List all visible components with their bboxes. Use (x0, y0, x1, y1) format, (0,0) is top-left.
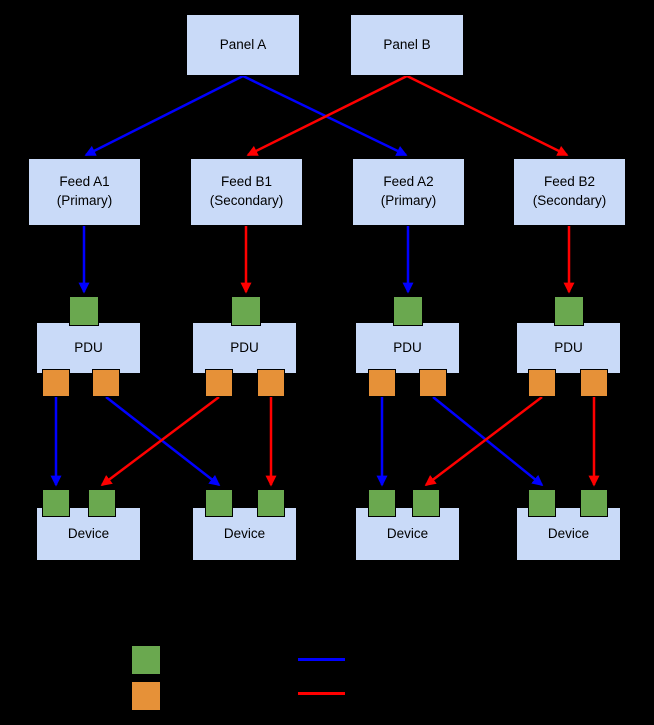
device-2-label: Device (223, 525, 266, 541)
output-port-swatch (131, 681, 161, 711)
pdu-node-1: PDU (36, 322, 141, 374)
pdu-node-3: PDU (355, 322, 460, 374)
secondary-path-legend-line (298, 692, 345, 695)
pdu-2-input-port (231, 296, 261, 326)
panel-a-label: Panel A (219, 36, 267, 52)
device-2-input-port-right (257, 489, 285, 517)
pdu-node-4: PDU (516, 322, 621, 374)
pdu-4-output-port-left (528, 369, 556, 397)
pdu-1-label: PDU (74, 339, 103, 355)
feed-node-b1: Feed B1 (Secondary) (190, 158, 303, 226)
device-3-input-port-left (368, 489, 396, 517)
input-port-swatch (131, 645, 161, 675)
pdu-4-output-port-right (580, 369, 608, 397)
pdu-3-label: PDU (393, 339, 422, 355)
panel-node-b: Panel B (350, 14, 464, 76)
device-2-input-port-left (205, 489, 233, 517)
device-4-label: Device (547, 525, 590, 541)
feed-a2-sublabel: (Primary) (380, 193, 437, 208)
feed-node-b2: Feed B2 (Secondary) (513, 158, 626, 226)
feed-a1-label: Feed A1 (59, 174, 110, 190)
pdu-3-input-port (393, 296, 423, 326)
feed-b1-sublabel: (Secondary) (209, 193, 284, 208)
pdu-4-input-port (554, 296, 584, 326)
device-1-input-port-left (42, 489, 70, 517)
pdu-4-label: PDU (554, 339, 583, 355)
feed-a1-sublabel: (Primary) (56, 193, 113, 208)
primary-path-legend-line (298, 658, 345, 661)
device-4-input-port-left (528, 489, 556, 517)
pdu-3-output-port-right (419, 369, 447, 397)
panel-node-a: Panel A (186, 14, 300, 76)
pdu-3-output-port-left (368, 369, 396, 397)
pdu-2-output-port-left (205, 369, 233, 397)
panel-b-label: Panel B (383, 36, 431, 52)
feed-node-a2: Feed A2 (Primary) (352, 158, 465, 226)
feed-a2-label: Feed A2 (383, 174, 434, 190)
pdu-1-input-port (69, 296, 99, 326)
device-4-input-port-right (580, 489, 608, 517)
device-3-input-port-right (412, 489, 440, 517)
feed-b1-label: Feed B1 (220, 174, 273, 190)
device-3-label: Device (386, 525, 429, 541)
pdu-node-2: PDU (192, 322, 297, 374)
feed-b2-label: Feed B2 (543, 174, 596, 190)
device-1-label: Device (67, 525, 110, 541)
pdu-1-output-port-left (42, 369, 70, 397)
pdu-1-output-port-right (92, 369, 120, 397)
pdu-2-label: PDU (230, 339, 259, 355)
feed-node-a1: Feed A1 (Primary) (28, 158, 141, 226)
feed-b2-sublabel: (Secondary) (532, 193, 607, 208)
device-1-input-port-right (88, 489, 116, 517)
pdu-2-output-port-right (257, 369, 285, 397)
